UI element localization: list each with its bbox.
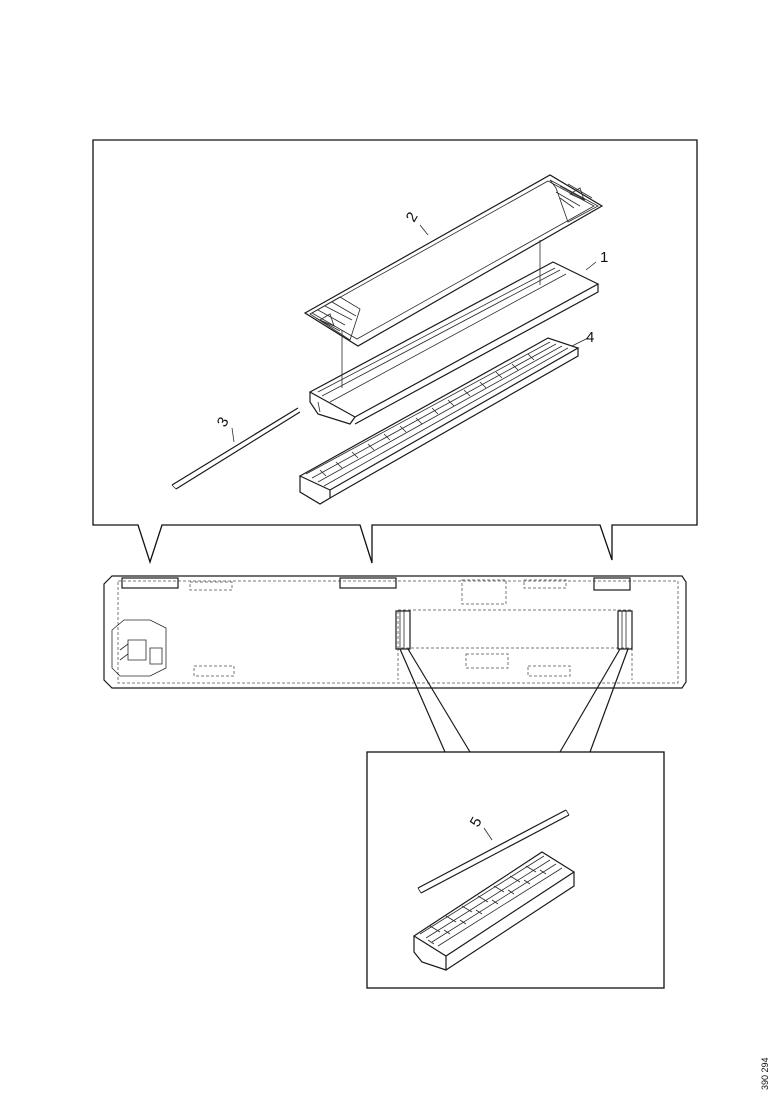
rail-part-4 (298, 337, 580, 505)
callout-leaders-top (231, 224, 597, 443)
callout-4: 4 (586, 329, 594, 346)
callout-leader-5 (483, 827, 493, 841)
cab-detail (111, 619, 167, 677)
alignment-lines (341, 240, 541, 388)
drawing-reference-code: 390 294 (760, 1057, 770, 1090)
grille-cells (427, 865, 547, 945)
grille-block (412, 851, 576, 971)
bottom-panel-pointers (399, 648, 629, 753)
rod-part-3 (171, 407, 301, 490)
channel-part-1 (308, 261, 600, 425)
callout-1: 1 (600, 249, 608, 266)
trailer-side-view (103, 575, 687, 689)
hatched-end-left (309, 296, 361, 341)
hatched-end-right (549, 179, 599, 223)
strip-part-5 (417, 809, 570, 894)
grille-slots (319, 353, 535, 477)
